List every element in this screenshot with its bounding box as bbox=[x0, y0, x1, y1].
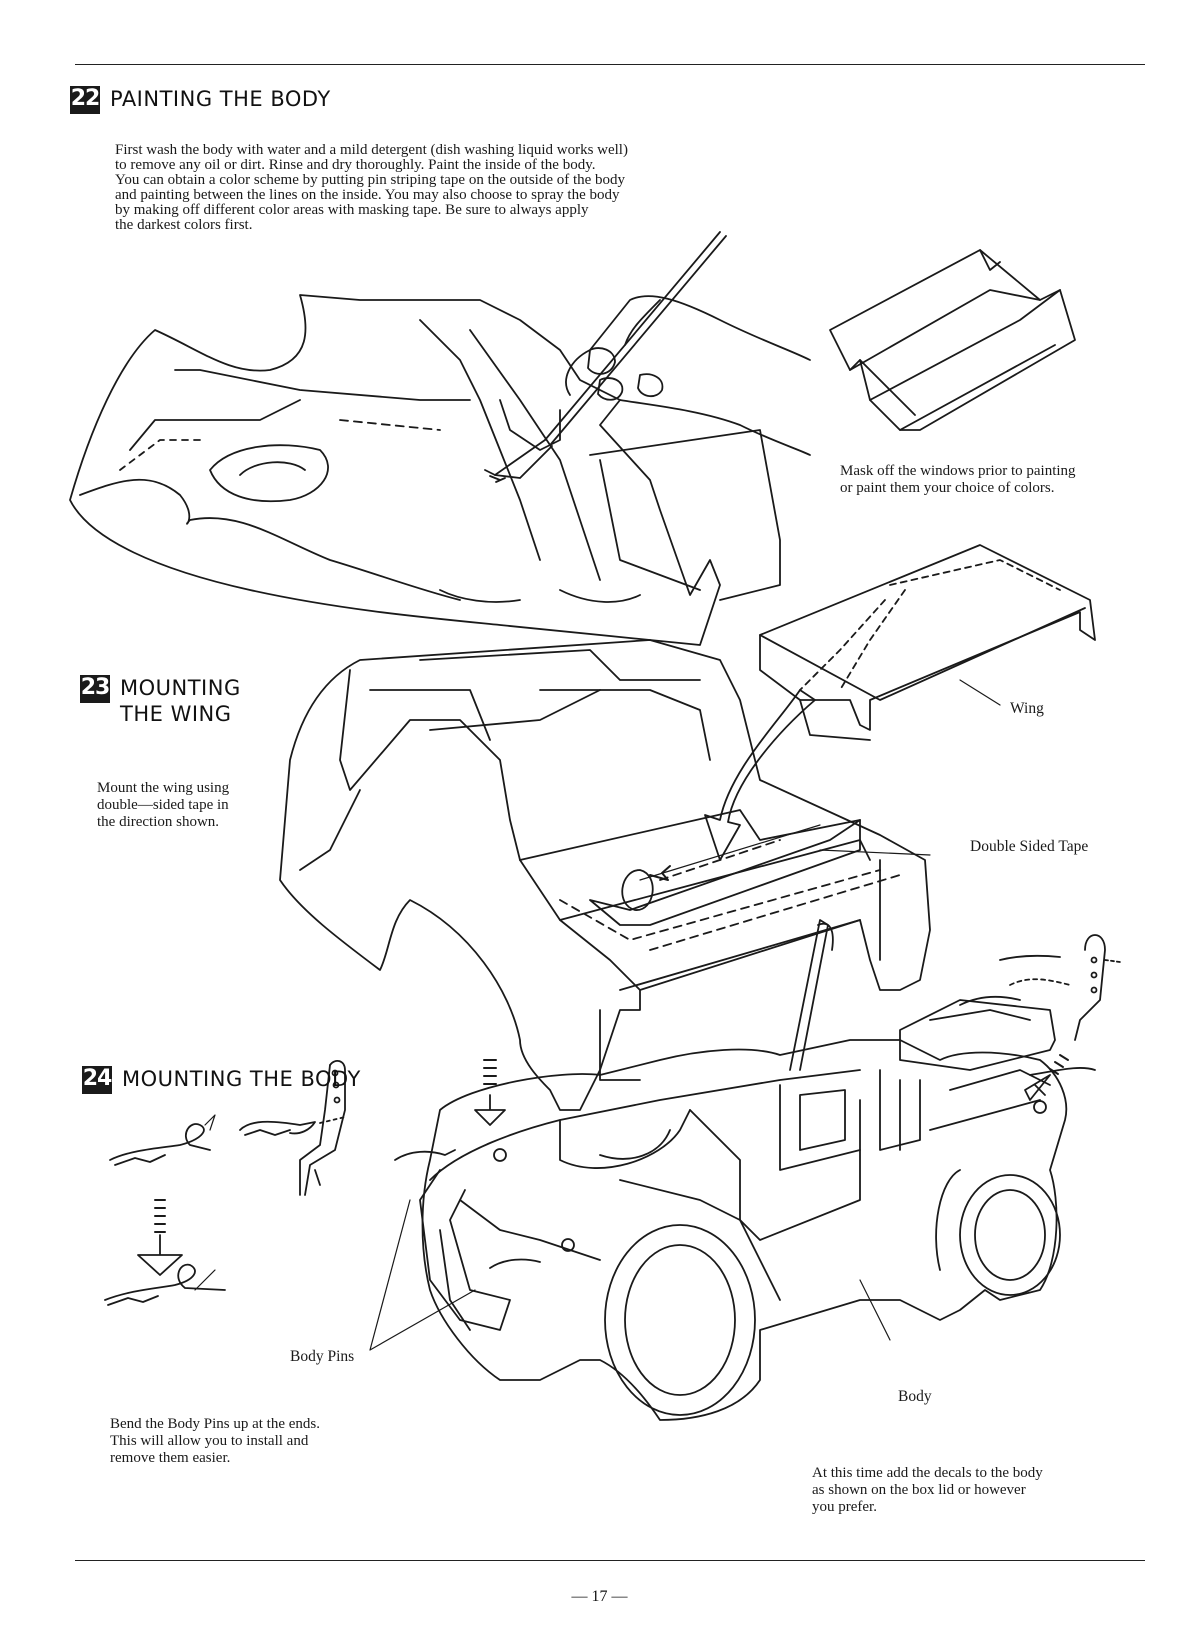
text-line: You can obtain a color scheme by putting… bbox=[115, 172, 626, 188]
wing-label: Wing bbox=[1010, 700, 1044, 717]
section-number-badge: 23 bbox=[80, 675, 110, 703]
double-sided-tape-label: Double Sided Tape bbox=[970, 838, 1089, 855]
section-title: MOUNTING THE BODY bbox=[122, 1067, 361, 1091]
wing-illustration bbox=[759, 544, 1096, 741]
body-label: Body bbox=[898, 1388, 932, 1405]
text-line: and painting between the lines on the in… bbox=[115, 187, 620, 203]
truck-rear-illustration bbox=[279, 639, 931, 1111]
text-line: the darkest colors first. bbox=[115, 217, 253, 233]
section-title: MOUNTING THE WING bbox=[120, 676, 241, 726]
section-number-badge: 24 bbox=[82, 1066, 112, 1094]
window-mask-note: Mask off the windows prior to painting o… bbox=[840, 463, 1076, 497]
text-line: as shown on the box lid or however bbox=[812, 1482, 1026, 1498]
text-line: First wash the body with water and a mil… bbox=[115, 142, 628, 158]
body-pin-detail-illustration bbox=[104, 1059, 346, 1306]
section-22-heading: 22 PAINTING THE BODY bbox=[70, 86, 331, 114]
section-title: PAINTING THE BODY bbox=[110, 87, 331, 111]
text-line: by making off different color areas with… bbox=[115, 202, 589, 218]
text-line: double—sided tape in bbox=[97, 797, 229, 813]
text-line: to remove any oil or dirt. Rinse and dry… bbox=[115, 157, 596, 173]
text-line: Mount the wing using bbox=[97, 780, 230, 796]
painting-instructions: First wash the body with water and a mil… bbox=[115, 143, 628, 233]
text-line: remove them easier. bbox=[110, 1450, 231, 1466]
truck-body-illustration bbox=[369, 919, 1121, 1421]
bottom-rule bbox=[75, 1560, 1145, 1561]
section-23-heading: 23 MOUNTING THE WING bbox=[80, 675, 241, 727]
top-rule bbox=[75, 64, 1145, 65]
window-insert-illustration bbox=[829, 249, 1076, 431]
text-line: At this time add the decals to the body bbox=[812, 1465, 1043, 1481]
text-line: you prefer. bbox=[812, 1499, 877, 1515]
body-shell-illustration bbox=[69, 231, 811, 646]
wing-instructions: Mount the wing using double—sided tape i… bbox=[97, 780, 229, 831]
section-24-heading: 24 MOUNTING THE BODY bbox=[82, 1066, 361, 1094]
text-line: Mask off the windows prior to painting bbox=[840, 463, 1076, 479]
body-pins-label: Body Pins bbox=[290, 1348, 355, 1365]
text-line: This will allow you to install and bbox=[110, 1433, 309, 1449]
page-number: — 17 — bbox=[571, 1588, 628, 1605]
section-number-badge: 22 bbox=[70, 86, 100, 114]
body-pin-instructions: Bend the Body Pins up at the ends. This … bbox=[110, 1416, 320, 1467]
decals-note: At this time add the decals to the body … bbox=[812, 1465, 1043, 1516]
text-line: the direction shown. bbox=[97, 814, 220, 830]
text-line: Bend the Body Pins up at the ends. bbox=[110, 1416, 320, 1432]
text-line: or paint them your choice of colors. bbox=[840, 480, 1055, 496]
